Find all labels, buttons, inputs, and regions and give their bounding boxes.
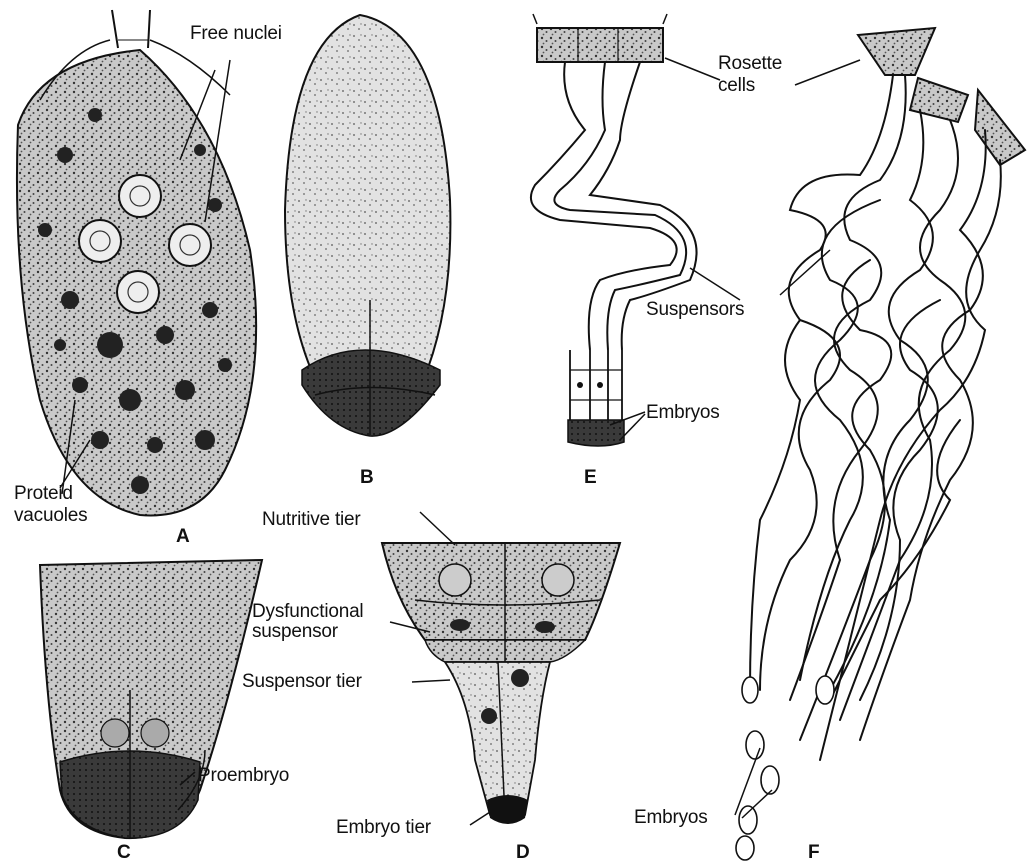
label-rosette-1: Rosette bbox=[718, 54, 782, 74]
label-proembryo: Proembryo bbox=[198, 766, 289, 786]
label-suspensor-tier: Suspensor tier bbox=[242, 672, 362, 692]
panel-c-proembryo bbox=[40, 560, 262, 838]
panel-letter-c: C bbox=[117, 842, 131, 864]
free-nucleus bbox=[119, 175, 161, 217]
rosette-cell bbox=[975, 90, 1025, 165]
label-free-nuclei: Free nuclei bbox=[190, 24, 282, 44]
rosette-cell bbox=[858, 28, 935, 75]
label-nutritive-tier: Nutritive tier bbox=[262, 510, 361, 530]
label-embryos-e: Embryos bbox=[646, 403, 720, 423]
panel-letter-d: D bbox=[516, 842, 530, 864]
panel-letter-b: B bbox=[360, 467, 374, 489]
free-nucleus bbox=[117, 271, 159, 313]
label-proteid-vacuoles-1: Proteid bbox=[14, 484, 73, 504]
label-embryo-tier: Embryo tier bbox=[336, 818, 431, 838]
panel-a-archegonium bbox=[17, 10, 256, 515]
panel-e-suspensors bbox=[531, 14, 740, 446]
label-proteid-vacuoles-2: vacuoles bbox=[14, 506, 87, 526]
panel-b-archegonium bbox=[285, 15, 450, 436]
label-suspensors: Suspensors bbox=[646, 300, 744, 320]
label-dysfunctional-2: suspensor bbox=[252, 622, 338, 642]
free-nucleus bbox=[169, 224, 211, 266]
rosette-cell bbox=[910, 78, 968, 122]
panel-letter-e: E bbox=[584, 467, 597, 489]
panel-letter-f: F bbox=[808, 842, 820, 864]
panel-d-proembryo-tiers bbox=[382, 543, 620, 824]
label-rosette-2: cells bbox=[718, 76, 755, 96]
panel-f-suspensors-mass bbox=[735, 28, 1025, 860]
panel-letter-a: A bbox=[176, 526, 190, 548]
label-embryos-f: Embryos bbox=[634, 808, 708, 828]
label-dysfunctional-1: Dysfunctional bbox=[252, 602, 363, 622]
free-nucleus bbox=[79, 220, 121, 262]
